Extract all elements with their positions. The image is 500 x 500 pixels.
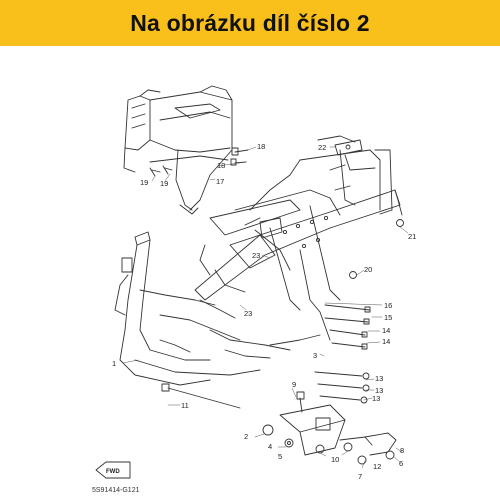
long-bolt-11 — [161, 383, 241, 409]
callout-10: 10 — [331, 455, 339, 464]
callout-21: 21 — [408, 232, 416, 241]
title-banner: Na obrázku díl číslo 2 — [0, 0, 500, 46]
fwd-arrow-icon — [95, 461, 131, 479]
callout-13b: 13 — [375, 386, 383, 395]
callout-18b: 18 — [217, 161, 225, 170]
diagram-code: 5S91414-G121 — [92, 487, 140, 494]
bracket-22 — [334, 139, 363, 156]
callout-17: 17 — [216, 177, 224, 186]
callout-numbers: 1 2 3 4 5 6 7 8 9 10 11 12 13 13 13 14 1… — [106, 142, 416, 481]
callout-23b: 23 — [244, 309, 252, 318]
callout-13a: 13 — [375, 374, 383, 383]
callout-1: 1 — [112, 359, 116, 368]
callout-19b: 19 — [160, 179, 168, 188]
callout-2: 2 — [244, 432, 248, 441]
callout-23a: 23 — [252, 251, 260, 260]
parts-diagram: 1 2 3 4 5 6 7 8 9 10 11 12 13 13 13 14 1… — [0, 46, 500, 500]
callout-11: 11 — [181, 401, 189, 410]
callout-13c: 13 — [372, 394, 380, 403]
callout-19a: 19 — [140, 178, 148, 187]
leader-lines — [122, 146, 409, 469]
fwd-label: FWD — [106, 469, 120, 475]
rear-carrier — [123, 85, 233, 215]
callout-15: 15 — [384, 313, 392, 322]
callout-8: 8 — [400, 446, 404, 455]
frame-diagram-svg: 1 2 3 4 5 6 7 8 9 10 11 12 13 13 13 14 1… — [95, 85, 416, 481]
callout-5: 5 — [278, 452, 282, 461]
callout-16: 16 — [384, 301, 392, 310]
banner-title: Na obrázku díl číslo 2 — [130, 9, 370, 36]
callout-4: 4 — [268, 442, 272, 451]
callout-20: 20 — [364, 265, 372, 274]
main-frame-front — [114, 231, 321, 386]
callout-12: 12 — [373, 462, 381, 471]
callout-14b: 14 — [382, 337, 390, 346]
main-frame-rear — [194, 135, 403, 341]
engine-bracket — [262, 391, 397, 465]
callout-3: 3 — [313, 351, 317, 360]
nuts-20-21 — [349, 219, 404, 279]
callout-22: 22 — [318, 143, 326, 152]
callout-14a: 14 — [382, 326, 390, 335]
bolts-13-16 — [314, 304, 371, 404]
callout-6: 6 — [399, 459, 403, 468]
callout-18a: 18 — [257, 142, 265, 151]
callout-7: 7 — [358, 472, 362, 481]
callout-9: 9 — [292, 380, 296, 389]
